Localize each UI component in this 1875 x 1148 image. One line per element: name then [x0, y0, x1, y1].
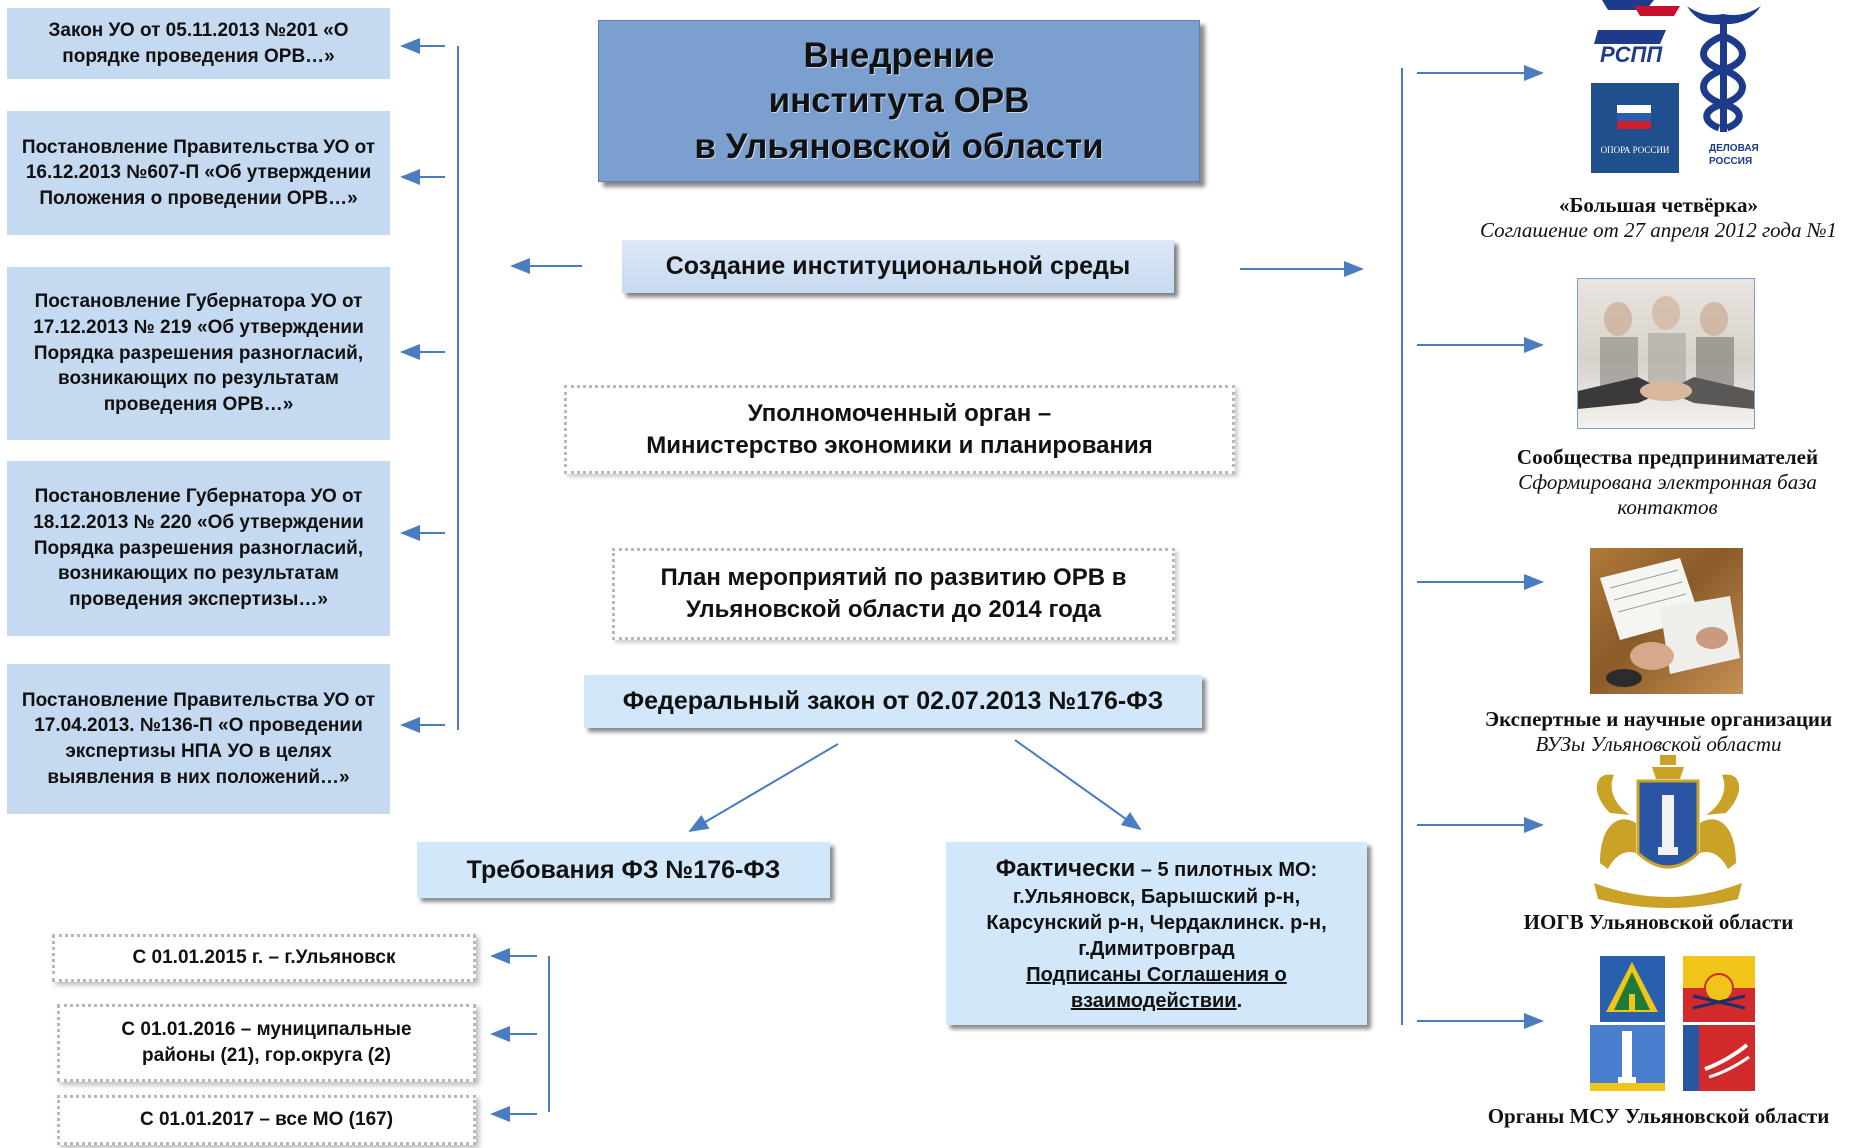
law-text-3: Постановление Губернатора УО от 17.12.20… — [33, 291, 364, 415]
arrow-fz-actual — [1014, 739, 1142, 831]
plan-line-2: Ульяновской области до 2014 года — [685, 596, 1102, 623]
authorized-body-box: Уполномоченный орган – Министерство экон… — [564, 385, 1235, 474]
partner-caption-4: ИОГВ Ульяновской области — [1442, 910, 1875, 935]
partner-title-2: Сообщества предпринимателей — [1516, 445, 1819, 469]
agreements-link-line-2[interactable]: взаимодействии — [1070, 990, 1237, 1013]
law-text-2: Постановление Правительства УО от 16.12.… — [21, 136, 376, 209]
law-box-4: Постановление Губернатора УО от 18.12.20… — [7, 461, 390, 636]
federal-law-label: Федеральный закон от 02.07.2013 №176-ФЗ — [622, 687, 1164, 715]
plan-line-1: План мероприятий по развитию ОРВ в — [660, 563, 1127, 591]
authorized-body-line-2: Министерство экономики и планирования — [646, 431, 1153, 459]
ulyanovsk-region-coat-of-arms — [1580, 753, 1756, 913]
opora-logo: ОПОРА РОССИИ — [1591, 83, 1679, 173]
pilot-line-4: г.Димитровград — [1078, 938, 1235, 961]
law-text-5: Постановление Правительства УО от 17.04.… — [21, 689, 376, 788]
arrow-fz-requirements — [688, 743, 839, 833]
pilot-lead-strong: Фактически — [995, 854, 1136, 882]
federal-law-box: Федеральный закон от 02.07.2013 №176-ФЗ — [584, 675, 1202, 728]
municipal-coat-of-arms-2 — [1683, 956, 1755, 1022]
municipal-coat-of-arms-4 — [1683, 1025, 1755, 1091]
expert-meeting-photo — [1590, 548, 1743, 694]
delovaya-logo-text-1: ДЕЛОВАЯ — [1709, 143, 1759, 154]
handshake-photo — [1577, 278, 1755, 429]
law-box-3: Постановление Губернатора УО от 17.12.20… — [7, 267, 390, 440]
municipal-coat-of-arms-1 — [1600, 956, 1665, 1022]
institutional-environment-label: Создание институциональной среды — [665, 252, 1131, 280]
opora-logo-text: ОПОРА РОССИИ — [1600, 145, 1670, 155]
partner-caption-1: «Большая четвёрка» Соглашение от 27 апре… — [1442, 193, 1875, 243]
requirement-item-3: С 01.01.2017 – все МО (167) — [57, 1095, 476, 1145]
requirement-text-1: С 01.01.2015 г. – г.Ульяновск — [132, 947, 396, 968]
agreements-link-row: взаимодействии. — [1071, 988, 1242, 1014]
partner-caption-5: Органы МСУ Ульяновской области — [1442, 1104, 1875, 1129]
title-line-2: института ОРВ — [768, 81, 1030, 121]
requirement-item-2: С 01.01.2016 – муниципальные районы (21)… — [57, 1004, 476, 1082]
municipal-coat-of-arms-3 — [1590, 1025, 1665, 1091]
pilot-municipalities-box: Фактически – 5 пилотных МО: г.Ульяновск,… — [946, 842, 1367, 1025]
requirement-text-2: С 01.01.2016 – муниципальные районы (21)… — [121, 1019, 412, 1066]
page-title: Внедрение института ОРВ в Ульяновской об… — [598, 20, 1200, 182]
law-box-5: Постановление Правительства УО от 17.04.… — [7, 664, 390, 814]
pilot-line-3: Карсунский р-н, Чердаклинск. р-н, — [986, 912, 1327, 935]
authorized-body-line-1: Уполномоченный орган – — [747, 400, 1052, 428]
law-box-1: Закон УО от 05.11.2013 №201 «О порядке п… — [7, 8, 390, 79]
delovaya-logo-text-2: РОССИЯ — [1709, 156, 1753, 167]
requirements-title: Требования ФЗ №176-ФЗ — [466, 855, 781, 884]
plan-box: План мероприятий по развитию ОРВ в Ульян… — [612, 548, 1175, 640]
partner-caption-3: Экспертные и научные организации ВУЗы Ул… — [1442, 707, 1875, 757]
partner-title-1: «Большая четвёрка» — [1559, 193, 1758, 217]
law-text-1: Закон УО от 05.11.2013 №201 «О порядке п… — [48, 19, 349, 67]
rspp-logo: РСПП — [1594, 0, 1680, 80]
partner-note-2: Сформирована электронная база контактов — [1518, 470, 1817, 519]
partner-title-3: Экспертные и научные организации — [1484, 707, 1833, 731]
partner-note-3: ВУЗы Ульяновской области — [1535, 732, 1782, 756]
partner-note-1: Соглашение от 27 апреля 2012 года №1 — [1479, 218, 1838, 242]
delovaya-rossiya-logo: ДЕЛОВАЯ РОССИЯ — [1683, 0, 1765, 175]
institutional-environment-box: Создание институциональной среды — [622, 240, 1174, 293]
partner-title-4: ИОГВ Ульяновской области — [1523, 910, 1794, 934]
requirements-title-box: Требования ФЗ №176-ФЗ — [417, 842, 830, 898]
partner-caption-2: Сообщества предпринимателей Сформирована… — [1490, 445, 1845, 520]
partner-title-5: Органы МСУ Ульяновской области — [1487, 1104, 1830, 1128]
pilot-lead-rest: – 5 пилотных МО: — [1135, 858, 1318, 881]
pilot-line-2: г.Ульяновск, Барышский р-н, — [1012, 886, 1301, 909]
law-box-2: Постановление Правительства УО от 16.12.… — [7, 111, 390, 235]
agreements-link-tail: . — [1236, 990, 1243, 1013]
title-line-1: Внедрение — [803, 35, 995, 75]
law-text-4: Постановление Губернатора УО от 18.12.20… — [33, 486, 364, 610]
title-line-3: в Ульяновской области — [694, 126, 1104, 166]
agreements-link-line-1[interactable]: Подписаны Соглашения о — [1026, 964, 1287, 987]
requirement-item-1: С 01.01.2015 г. – г.Ульяновск — [52, 934, 476, 982]
rspp-logo-text: РСПП — [1600, 42, 1663, 67]
requirement-text-3: С 01.01.2017 – все МО (167) — [139, 1109, 394, 1130]
pilot-lead: Фактически – 5 пилотных МО: — [996, 853, 1317, 884]
